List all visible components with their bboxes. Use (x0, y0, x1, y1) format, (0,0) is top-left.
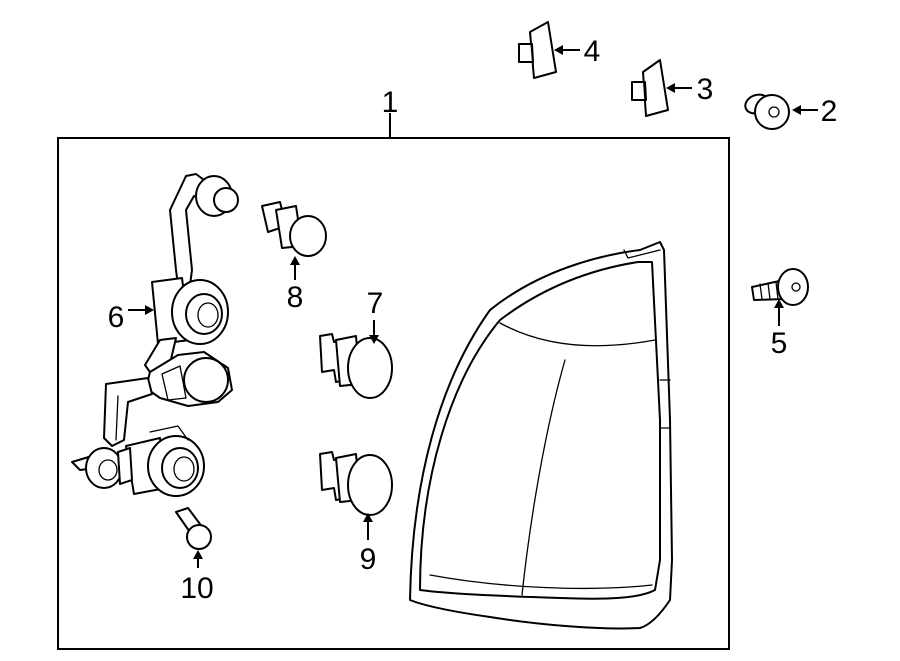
callout-arrow-6 (128, 305, 154, 315)
callout-arrow-4 (554, 45, 580, 55)
part-2-clip (744, 93, 790, 130)
callout-number-2: 2 (821, 95, 838, 128)
callout-arrow-7 (369, 320, 379, 344)
callout-number-7: 7 (367, 287, 384, 320)
part-8-bulb (261, 201, 327, 257)
callout-number-4: 4 (584, 35, 601, 68)
callout-number-9: 9 (360, 543, 377, 576)
tail-lamp-housing (409, 241, 673, 630)
part-4-bracket (518, 21, 557, 79)
part-7-bulb (319, 333, 393, 399)
callout-number-10: 10 (180, 572, 213, 605)
callout-arrow-9 (363, 513, 373, 540)
callout-number-6: 6 (108, 301, 125, 334)
callout-number-3: 3 (697, 73, 714, 106)
part-10-bulb (175, 507, 212, 550)
part-3-bracket (631, 59, 669, 117)
callout-arrow-5 (774, 299, 784, 326)
callout-number-1: 1 (382, 86, 399, 119)
part-6-wiring-harness (71, 173, 239, 497)
callout-arrow-10 (193, 550, 203, 568)
callout-arrow-3 (666, 83, 692, 93)
part-9-bulb (319, 451, 393, 516)
callout-number-8: 8 (287, 281, 304, 314)
callout-arrow-8 (290, 256, 300, 280)
callout-arrow-2 (792, 105, 818, 115)
callout-number-5: 5 (771, 327, 788, 360)
part-5-screw (751, 268, 809, 306)
assembly-frame (57, 137, 730, 650)
